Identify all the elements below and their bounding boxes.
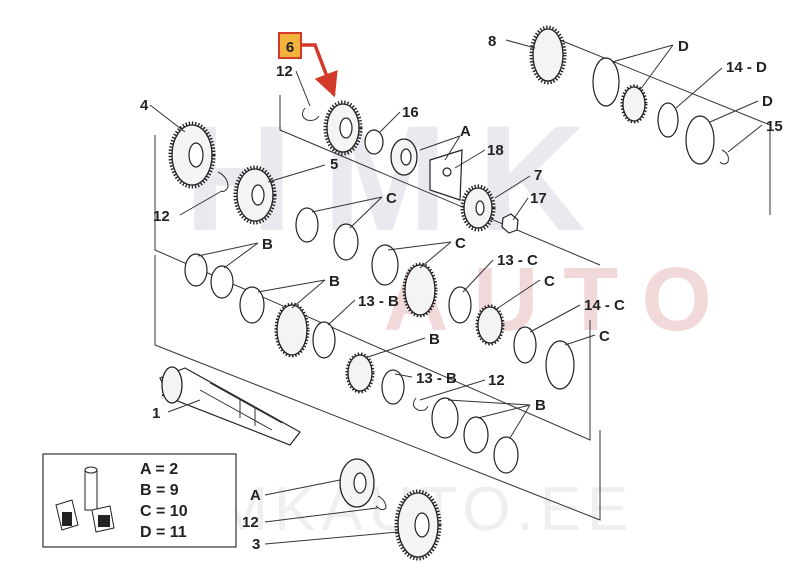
legend-b: B = 9 [140, 482, 179, 499]
label-1: 1 [152, 405, 160, 422]
label-8: 8 [488, 33, 496, 50]
label-15: 15 [766, 118, 783, 135]
ring-b-4 [431, 397, 459, 439]
label-18: 18 [487, 142, 504, 159]
label-c4: C [599, 328, 610, 345]
legend-d: D = 11 [140, 524, 187, 541]
watermark-sub: AUTO [383, 250, 736, 350]
ring-d-2 [685, 115, 715, 165]
label-b1: B [262, 236, 273, 253]
ring-c-1 [295, 207, 319, 243]
ring-13b-low [381, 369, 405, 405]
bracket-18 [429, 149, 463, 201]
snap-ring-12-mid [412, 397, 429, 411]
label-12-mid: 12 [488, 372, 505, 389]
ring-c-4 [545, 340, 575, 390]
gear-3 [394, 489, 442, 561]
hub-b [345, 352, 375, 394]
ring-13c [448, 286, 472, 324]
sleeve-b [274, 302, 310, 358]
label-12-bottom: 12 [242, 514, 259, 531]
bearing-a-top [390, 138, 418, 176]
clip-15 [719, 149, 729, 165]
gear-7 [460, 184, 496, 232]
ring-c-3 [371, 244, 399, 286]
label-13b-top: 13 - B [358, 293, 399, 310]
label-b3: B [429, 331, 440, 348]
label-d1: D [678, 38, 689, 55]
label-4: 4 [140, 97, 149, 114]
washer-16 [364, 129, 384, 155]
highlight-6: 6 [278, 32, 338, 98]
main-shaft [159, 366, 301, 446]
label-16: 16 [402, 104, 419, 121]
label-c1: C [386, 190, 397, 207]
highlight-arrow [301, 43, 338, 98]
ring-14d [657, 102, 679, 138]
snap-ring-12-left [217, 171, 229, 192]
ring-14c [513, 326, 537, 364]
gear-5 [233, 165, 277, 225]
label-b4: B [535, 397, 546, 414]
bearing-a-bottom [339, 458, 375, 508]
ring-13b-top [312, 321, 336, 359]
hub-c [475, 304, 505, 346]
label-13c: 13 - C [497, 252, 538, 269]
parts-kit-icon [55, 466, 115, 533]
label-c2: C [455, 235, 466, 252]
assembly-frames [154, 39, 771, 521]
label-17: 17 [530, 190, 547, 207]
label-d2: D [762, 93, 773, 110]
ring-b-6 [493, 436, 519, 474]
leader-lines [149, 39, 763, 545]
label-5: 5 [330, 156, 338, 173]
label-14d: 14 - D [726, 59, 767, 76]
ring-b-3 [239, 286, 265, 324]
label-13b-low: 13 - B [416, 370, 457, 387]
label-a-top: A [460, 123, 471, 140]
label-c3: C [544, 273, 555, 290]
label-14c: 14 - C [584, 297, 625, 314]
snap-ring-12-top [301, 107, 320, 121]
snap-ring-12-bottom [375, 495, 387, 511]
ring-b-5 [463, 416, 489, 454]
part-labels: 4 12 12 5 16 A 18 7 17 8 D 14 - D D 15 C… [140, 33, 783, 553]
highlight-label: 6 [286, 39, 294, 56]
ring-c-2 [333, 223, 359, 261]
ring-b-1 [184, 253, 208, 287]
legend: A = 2 B = 9 C = 10 D = 11 [42, 453, 237, 548]
synchro-hub-d [620, 84, 648, 124]
label-a-bottom: A [250, 487, 261, 504]
legend-box [42, 453, 237, 548]
legend-a: A = 2 [140, 461, 178, 478]
label-12-left: 12 [153, 208, 170, 225]
ring-b-2 [210, 265, 234, 299]
legend-c: C = 10 [140, 503, 188, 520]
gear-6 [323, 100, 363, 156]
label-7: 7 [534, 167, 542, 184]
ring-d-1 [592, 57, 620, 107]
label-b2: B [329, 273, 340, 290]
gear-4 [168, 121, 216, 189]
label-3: 3 [252, 536, 260, 553]
sleeve-13c [402, 262, 438, 318]
gear-8 [529, 25, 567, 85]
label-12-top: 12 [276, 63, 293, 80]
